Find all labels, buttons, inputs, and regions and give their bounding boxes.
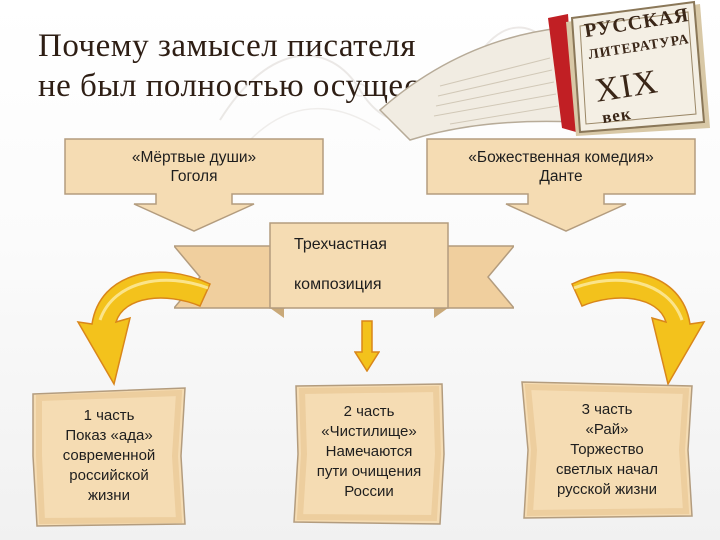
part-2-card: 2 часть «Чистилище» Намечаются пути очищ…	[292, 382, 446, 526]
part-2-line-4: пути очищения	[316, 463, 422, 480]
part-1-line-3: современной	[62, 447, 156, 464]
composition-word-1: Трехчастная	[294, 236, 387, 253]
down-arrow-icon	[354, 320, 380, 372]
curved-arrow-right-icon	[571, 271, 706, 386]
part-2-line-5: России	[344, 483, 394, 500]
part-2-line-2: «Чистилище»	[321, 423, 417, 440]
source-dante-author: Данте	[539, 168, 583, 185]
part-1-line-2: Показ «ада»	[65, 427, 153, 444]
part-2-line-1: 2 часть	[343, 403, 395, 420]
part-3-line-5: русской жизни	[556, 481, 658, 498]
part-2-text: 2 часть «Чистилище» Намечаются пути очищ…	[292, 402, 446, 502]
part-3-line-4: светлых начал	[555, 461, 659, 478]
part-2-line-3: Намечаются	[325, 443, 413, 460]
book-illustration: РУССКАЯ ЛИТЕРАТУРА XIX век	[370, 0, 720, 150]
part-1-line-4: российской	[69, 467, 149, 484]
composition-banner: Трехчастная композиция	[174, 222, 514, 320]
part-1-card: 1 часть Показ «ада» современной российск…	[31, 386, 187, 528]
title-line-1: Почему замысел писателя	[38, 28, 416, 64]
part-1-line-5: жизни	[88, 487, 130, 504]
part-3-line-3: Торжество	[570, 441, 644, 458]
source-gogol-author: Гоголя	[170, 168, 218, 185]
source-gogol-callout: «Мёртвые души» Гоголя	[64, 138, 324, 232]
part-3-line-1: 3 часть	[581, 401, 633, 418]
part-1-text: 1 часть Показ «ада» современной российск…	[31, 406, 187, 506]
curved-arrow-left-icon	[76, 271, 211, 386]
source-gogol-title: «Мёртвые души»	[131, 149, 257, 166]
source-dante-title: «Божественная комедия»	[468, 149, 654, 166]
part-1-line-1: 1 часть	[83, 407, 135, 424]
part-3-text: 3 часть «Рай» Торжество светлых начал ру…	[520, 400, 694, 500]
part-3-line-2: «Рай»	[585, 421, 629, 438]
composition-word-2: композиция	[294, 276, 382, 293]
source-dante-callout: «Божественная комедия» Данте	[426, 138, 696, 232]
part-3-card: 3 часть «Рай» Торжество светлых начал ру…	[520, 380, 694, 520]
